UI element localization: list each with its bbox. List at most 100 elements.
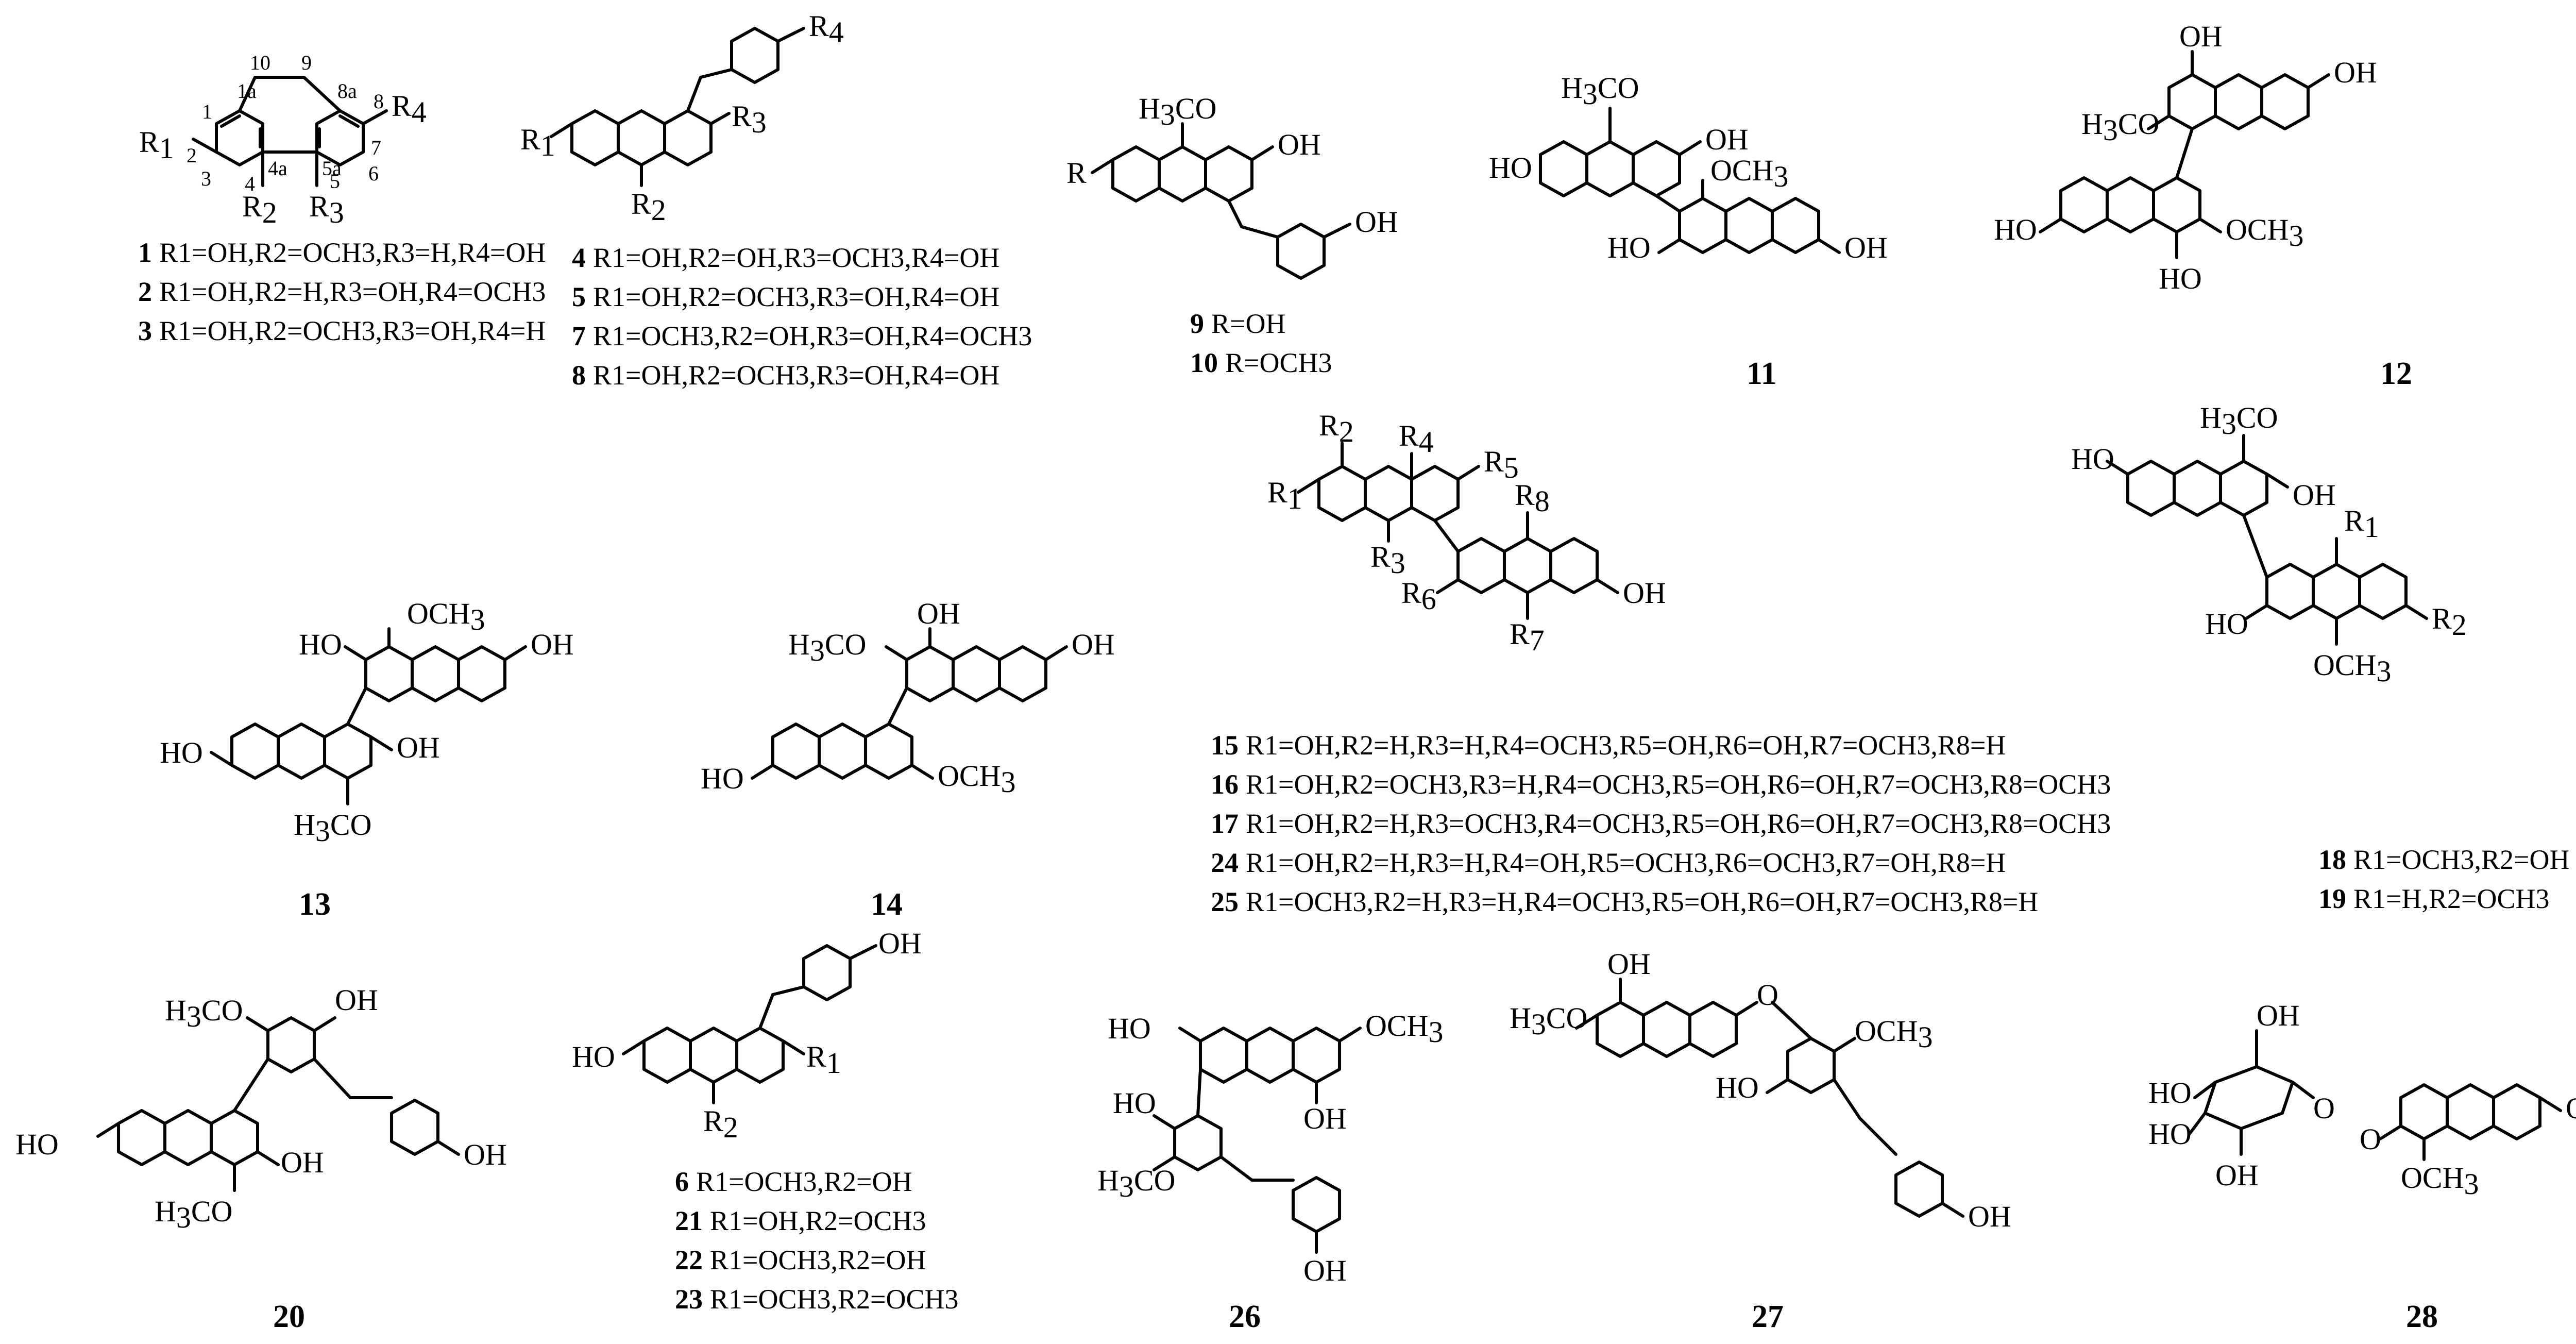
hydroxy-label: HO: [2159, 262, 2202, 295]
atom-number: 1a: [237, 79, 257, 103]
atom-number: 8a: [337, 79, 357, 103]
hydroxy-label: HO: [1994, 213, 2037, 246]
hydroxy-label: OH: [1623, 576, 1666, 610]
methoxy-label: H3CO: [1139, 92, 1216, 131]
structure-11: HO H3CO OH OCH3 HO OH: [1489, 71, 1888, 264]
hydroxy-label: HO: [1113, 1086, 1156, 1120]
hydroxy-label: HO: [2148, 1117, 2192, 1151]
atom-number: 7: [371, 136, 381, 159]
structure-15-25: R1 R2 R3 R4 R5 R6 R7 R8 OH: [1267, 409, 1666, 657]
atom-number: 4: [245, 172, 255, 195]
hydroxy-label: OH: [1355, 205, 1398, 239]
r3-label: R3: [732, 99, 767, 139]
atom-number: 8: [374, 90, 384, 113]
r3-label: R3: [309, 190, 344, 229]
methoxy-label: OCH3: [1710, 154, 1788, 193]
atom-number: 3: [201, 167, 211, 190]
r2-label: R2: [1319, 409, 1354, 448]
methoxy-label: OCH3: [938, 759, 1015, 799]
compound-label-12: 12: [2380, 356, 2412, 391]
methoxy-label: H3CO: [294, 808, 371, 848]
hydroxy-label: OH: [2257, 999, 2300, 1032]
hydroxy-label: OH: [2293, 478, 2336, 512]
compound-label-13: 13: [299, 887, 331, 922]
hydroxy-label: HO: [2148, 1076, 2192, 1110]
r-label: R: [1066, 156, 1087, 190]
methoxy-label: H3CO: [155, 1195, 232, 1234]
methoxy-label: OCH3: [2313, 648, 2391, 688]
ring-oxygen-label: O: [2313, 1091, 2335, 1125]
methoxy-label: H3CO: [788, 628, 866, 667]
atom-number: 2: [187, 144, 197, 167]
structure-6-23: HO OH R1 R2: [572, 927, 922, 1144]
methoxy-label: H3CO: [2200, 401, 2278, 441]
methoxy-label: H3CO: [2081, 107, 2159, 147]
hydroxy-label: OH: [397, 731, 440, 764]
hydroxy-label: HO: [15, 1128, 59, 1161]
structure-4-8: R1 R2 R3 R4: [520, 9, 844, 227]
atom-number: 1: [202, 100, 212, 123]
hydroxy-label: OH: [531, 628, 574, 661]
hydroxy-label: HO: [160, 736, 203, 769]
hydroxy-label: HO: [1108, 1012, 1151, 1045]
hydroxy-label: HO: [701, 762, 744, 795]
hydroxy-label: OH: [2215, 1158, 2259, 1192]
r1-label: R1: [139, 125, 174, 165]
r5-label: R5: [1484, 445, 1519, 484]
r1-label: R1: [520, 123, 555, 162]
r2-label: R2: [631, 187, 666, 227]
compound-label-27: 27: [1752, 1299, 1784, 1334]
hydroxy-label: HO: [1716, 1071, 1759, 1104]
methoxy-label: OCH3: [1365, 1009, 1443, 1049]
structure-13: OCH3 HO OH HO OH H3CO: [160, 597, 574, 848]
r2-label: R2: [2432, 602, 2467, 642]
r2-label: R2: [703, 1104, 738, 1144]
hydroxy-label: OH: [2566, 1091, 2576, 1125]
hydroxy-label: OH: [1968, 1200, 2011, 1233]
methoxy-label: OCH3: [2401, 1161, 2479, 1201]
hydroxy-label: OH: [335, 983, 378, 1017]
atom-number: 4a: [268, 157, 287, 180]
structure-18-19: HO H3CO OH R1 R2 HO OCH3: [2071, 401, 2467, 688]
hydroxy-label: HO: [2205, 607, 2248, 641]
structure-28: OH HO HO OH O O OCH3 OH: [2148, 999, 2576, 1201]
hydroxy-label: OH: [1303, 1102, 1347, 1135]
compound-label-28: 28: [2406, 1299, 2438, 1334]
atom-number: 6: [368, 162, 379, 185]
structure-12: H3CO OH OH HO OCH3 HO: [1994, 20, 2377, 295]
r7-label: R7: [1510, 617, 1545, 657]
ether-oxygen-label: O: [2360, 1122, 2381, 1156]
compound-label-26: 26: [1229, 1299, 1261, 1334]
structure-26: HO OCH3 OH HO H3CO OH: [1097, 1009, 1443, 1287]
hydroxy-label: OH: [917, 597, 960, 630]
hydroxy-label: OH: [281, 1146, 324, 1179]
structure-27: H3CO OH O OCH3 HO OH: [1510, 947, 2011, 1233]
hydroxy-label: HO: [1489, 151, 1532, 184]
hydroxy-label: OH: [1303, 1254, 1347, 1287]
atom-number: 5a: [322, 157, 342, 180]
hydroxy-label: HO: [2071, 442, 2114, 476]
atom-number: 9: [301, 51, 312, 74]
hydroxy-label: OH: [1705, 123, 1749, 156]
r6-label: R6: [1401, 576, 1436, 616]
r1-label: R1: [806, 1040, 841, 1080]
structure-1-3: R1 R4 R2 R3 1 1a 2 3 4 4a 5a 5 6 7 8 8a …: [139, 51, 427, 229]
